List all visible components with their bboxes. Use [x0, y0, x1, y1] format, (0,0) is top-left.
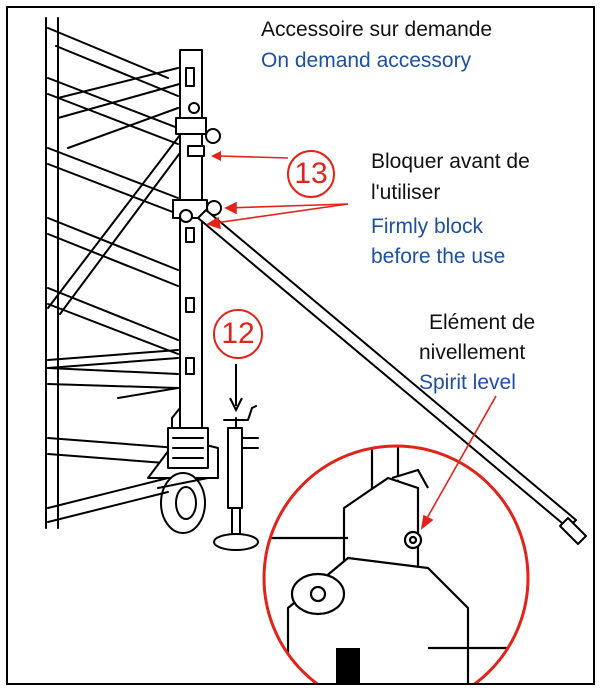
accessory-label-fr: Accessoire sur demande [261, 18, 493, 41]
diagonal-brace [47, 117, 201, 369]
clamp-knobs [172, 102, 222, 223]
level-label-fr-2: nivellement [419, 341, 526, 364]
bottom-rails [47, 387, 179, 523]
arrow-13-lower [207, 203, 349, 225]
leader-13 [219, 155, 289, 159]
callout-circle-13 [287, 150, 335, 198]
leveling-jack [213, 405, 259, 551]
callout-circle-12 [213, 309, 263, 359]
block-label-fr-1: Bloquer avant de [371, 150, 530, 173]
block-label-en-1: Firmly block [371, 215, 484, 238]
scaffold-rungs [47, 27, 179, 465]
diagram-frame: Accessoire sur demande On demand accesso… [6, 6, 595, 685]
accessory-label-en: On demand accessory [261, 49, 472, 72]
level-label-fr-1: Elément de [429, 311, 536, 334]
callout-number-13: 13 [294, 157, 328, 190]
callout-number-12: 12 [221, 317, 255, 350]
block-label-fr-2: l'utiliser [371, 181, 441, 204]
spirit-level-leader [420, 395, 497, 530]
top-rails [57, 67, 184, 149]
spirit-level-detail-circle [262, 444, 530, 683]
level-label-en: Spirit level [419, 371, 516, 394]
scaffold-illustration [45, 17, 587, 683]
caster-wheel [147, 427, 219, 534]
left-uprights [45, 17, 59, 529]
stabilizer-bar [197, 209, 587, 545]
arrow-13-upper [225, 203, 349, 209]
block-label-en-2: before the use [371, 245, 506, 268]
leader-12 [229, 364, 243, 413]
callout-arrows-13 [206, 151, 349, 230]
